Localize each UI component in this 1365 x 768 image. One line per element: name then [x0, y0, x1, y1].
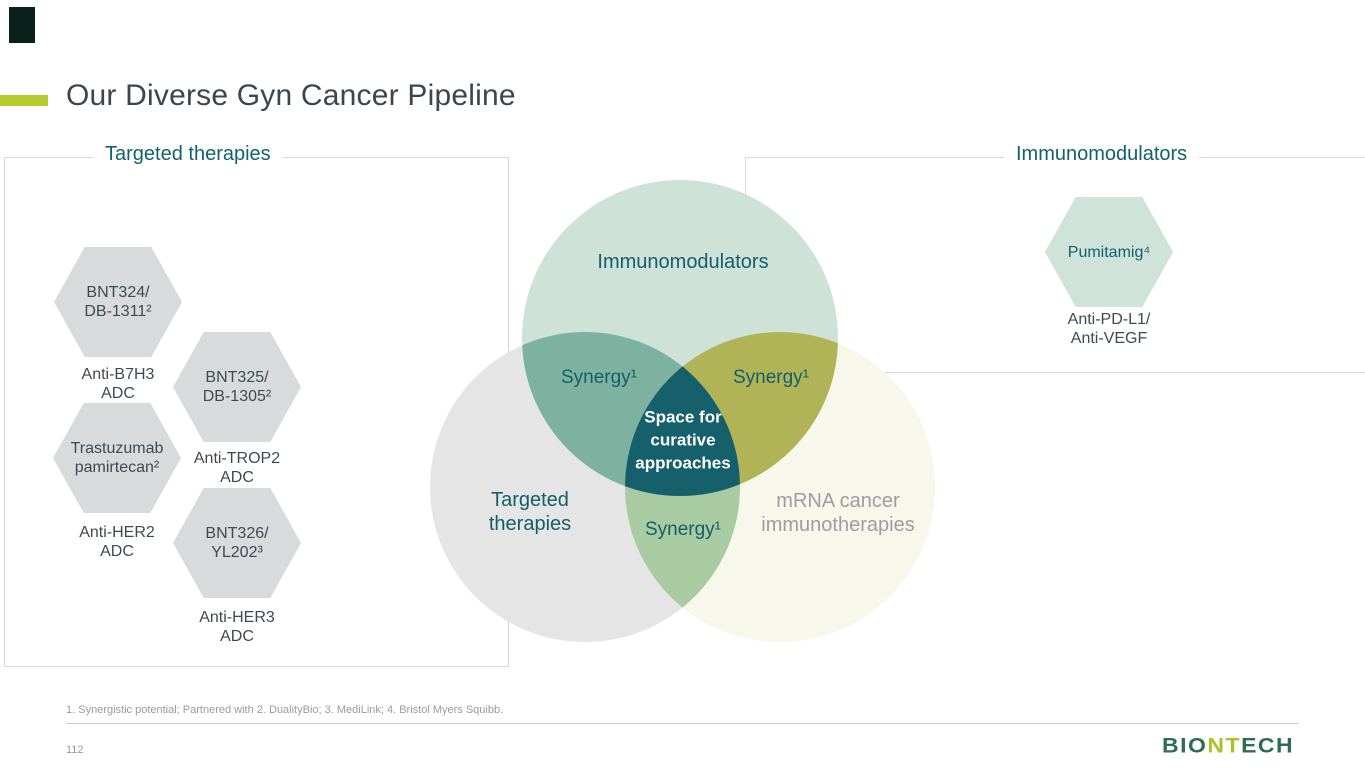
target-line: ADC	[100, 543, 134, 560]
hexagon-bnt324-line1: BNT324/	[86, 284, 150, 301]
biontech-logo-bio: BIO	[1162, 733, 1208, 757]
venn-center-region	[625, 332, 740, 496]
title-accent-bar	[0, 95, 48, 106]
venn-left-label: Targeted therapies	[489, 488, 571, 536]
venn-right-label-line: immunotherapies	[761, 514, 915, 536]
hexagon-bnt324-line2: DB-1311²	[84, 303, 152, 320]
target-line: Anti-TROP2	[193, 450, 281, 467]
hexagon-bnt325-target-label: Anti-TROP2 ADC	[157, 449, 317, 487]
hexagon-bnt326-line1: BNT326/	[205, 525, 269, 542]
target-line: Anti-B7H3	[81, 366, 155, 383]
venn-synergy-bottom: Synergy¹	[644, 519, 722, 540]
target-line: ADC	[220, 628, 254, 645]
hexagon-bnt326-line2: YL202³	[211, 544, 263, 561]
target-line: ADC	[101, 385, 135, 402]
hexagon-pumitamig: Pumitamig⁴	[1045, 197, 1173, 307]
hexagon-bnt326: BNT326/ YL202³	[173, 488, 301, 598]
hexagon-bnt325-line2: DB-1305²	[202, 388, 272, 405]
biontech-logo-ech: ECH	[1241, 733, 1295, 757]
biontech-logo-nt: NT	[1207, 733, 1242, 757]
hexagon-bnt324: BNT324/ DB-1311²	[54, 247, 182, 357]
hexagon-bnt326-target-label: Anti-HER3 ADC	[157, 608, 317, 646]
hexagon-pumitamig-line1: Pumitamig⁴	[1067, 243, 1151, 261]
venn-right-label: mRNA cancer immunotherapies	[761, 489, 914, 537]
venn-synergy-top-right: Synergy¹	[732, 367, 810, 388]
footer-divider	[66, 723, 1299, 724]
target-line: ADC	[220, 469, 254, 486]
immunomodulators-panel: Immunomodulators	[745, 143, 1365, 373]
hexagon-trastuzumab-line2: pamirtecan²	[74, 459, 160, 476]
immunomodulators-panel-title: Immunomodulators	[1004, 143, 1200, 166]
corner-overlay-block	[9, 7, 35, 43]
target-line: Anti-VEGF	[1070, 330, 1148, 347]
targeted-therapies-panel: Targeted therapies	[4, 143, 509, 667]
venn-synergy-top-left: Synergy¹	[560, 367, 638, 388]
hexagon-bnt325-line1: BNT325/	[205, 369, 269, 386]
hexagon-trastuzumab: Trastuzumab pamirtecan²	[53, 403, 181, 513]
hexagon-pumitamig-target-label: Anti-PD-L1/ Anti-VEGF	[1029, 310, 1189, 348]
targeted-therapies-panel-title: Targeted therapies	[93, 143, 283, 166]
hexagon-bnt325: BNT325/ DB-1305²	[173, 332, 301, 442]
page-number: 112	[66, 744, 84, 756]
venn-center-line: curative	[650, 430, 716, 450]
venn-center-label: Space for curative approaches	[635, 406, 730, 475]
hexagon-trastuzumab-line1: Trastuzumab	[70, 440, 164, 457]
venn-diagram	[430, 180, 935, 642]
hexagon-trastuzumab-target-label: Anti-HER2 ADC	[37, 523, 197, 561]
venn-left-label-line: Targeted	[491, 489, 569, 511]
venn-left-label-line: therapies	[488, 513, 572, 535]
target-line: Anti-HER3	[199, 609, 275, 626]
slide-title: Our Diverse Gyn Cancer Pipeline	[66, 79, 516, 112]
biontech-logo: BIONTECH	[1162, 733, 1294, 758]
target-line: Anti-HER2	[79, 524, 155, 541]
venn-center-line: Space for	[644, 407, 722, 427]
target-line: Anti-PD-L1/	[1067, 311, 1151, 328]
footnote: 1. Synergistic potential; Partnered with…	[66, 704, 504, 716]
venn-center-line: approaches	[635, 453, 731, 473]
hexagon-bnt324-target-label: Anti-B7H3 ADC	[38, 365, 198, 403]
venn-right-label-line: mRNA cancer	[776, 490, 900, 512]
venn-top-label: Immunomodulators	[597, 251, 769, 273]
